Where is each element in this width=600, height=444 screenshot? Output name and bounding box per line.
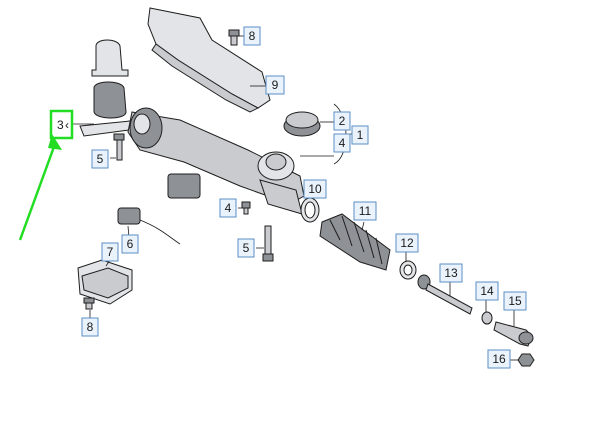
heat-shield-part[interactable] [147,7,271,113]
callout-4-lower[interactable]: 4 [219,198,237,218]
callout-15[interactable]: 15 [503,291,527,311]
callout-8-top-label: 8 [249,29,256,43]
callout-14-label: 14 [480,284,494,298]
callout-12-label: 12 [400,236,414,250]
callout-3-label: 3 [57,118,64,132]
callout-2[interactable]: 2 [333,111,351,131]
callout-4-lower-label: 4 [225,201,232,215]
clamp-ring-part[interactable] [300,197,320,223]
callout-11-label: 11 [359,204,372,218]
callout-1-label: 1 [357,128,364,142]
sensor-connector-part[interactable] [117,207,181,245]
callout-12[interactable]: 12 [395,233,419,253]
callout-8-bottom[interactable]: 8 [81,317,99,337]
callout-3-chevron: ‹ [65,118,69,132]
callout-4-upper[interactable]: 4 [333,133,351,153]
callout-8-top[interactable]: 8 [243,26,261,46]
callout-14[interactable]: 14 [475,281,499,301]
callout-16-label: 16 [492,352,506,366]
highlight-box [49,109,74,140]
callout-5-left[interactable]: 5 [91,149,109,169]
callout-1[interactable]: 1 [351,125,369,145]
boot-clamp-part[interactable] [399,260,417,280]
bolt-top-part[interactable] [228,29,240,46]
callout-10-label: 10 [308,182,322,196]
callout-9-label: 9 [272,78,279,92]
callout-5-middle-label: 5 [243,241,250,255]
callout-13-label: 13 [444,266,458,280]
screw-lower-part[interactable] [83,297,95,310]
cover-part[interactable] [77,259,133,305]
nut-part[interactable] [517,353,535,367]
callout-13[interactable]: 13 [439,263,463,283]
callout-8-bottom-label: 8 [87,320,94,334]
mount-bushing-part[interactable] [283,111,321,137]
callout-10[interactable]: 10 [303,179,327,199]
highlight-arrow [18,134,62,241]
callout-9[interactable]: 9 [265,75,285,95]
bellows-boot-part[interactable] [319,213,391,271]
callout-15-label: 15 [508,294,522,308]
callout-5-left-label: 5 [97,152,104,166]
callout-7-label: 7 [107,245,114,259]
callout-4-upper-label: 4 [339,136,346,150]
bolt-middle-part[interactable] [262,225,274,262]
callout-6-label: 6 [127,237,134,251]
tie-rod-part[interactable] [417,274,473,315]
callout-6[interactable]: 6 [121,234,139,254]
callout-2-label: 2 [339,114,346,128]
callout-16[interactable]: 16 [487,349,511,369]
screw-part[interactable] [241,201,251,215]
clamp-bracket-part[interactable] [79,39,145,137]
callout-11[interactable]: 11 [353,201,377,221]
callout-3[interactable]: 3 ‹ [57,118,69,132]
steering-rack-part[interactable] [127,107,305,215]
lock-nut-part[interactable] [481,311,493,325]
callout-7[interactable]: 7 [101,242,119,262]
tie-rod-end-part[interactable] [493,321,534,347]
bolt-left-part[interactable] [113,133,125,161]
callout-5-middle[interactable]: 5 [237,238,255,258]
